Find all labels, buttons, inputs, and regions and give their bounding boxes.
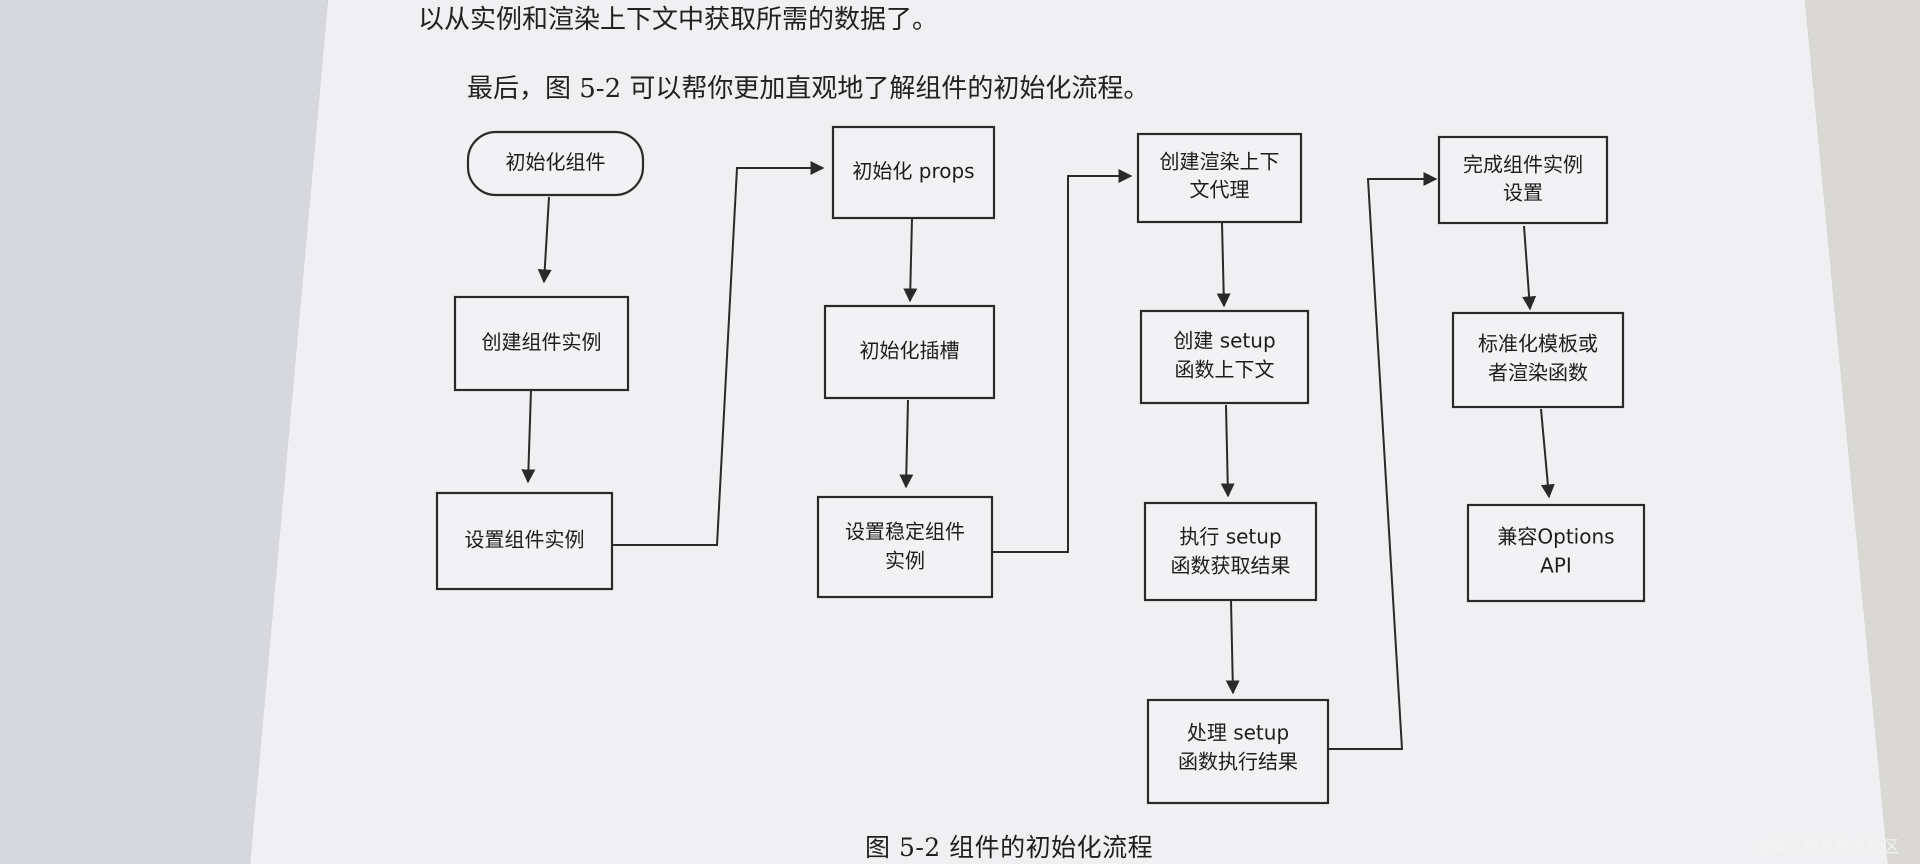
flow-node-finish-setup: 完成组件实例 设置 xyxy=(1437,135,1609,225)
flow-node-options-api: 兼容Options API xyxy=(1466,503,1646,603)
flow-node-create-setup-context: 创建 setup 函数上下文 xyxy=(1139,309,1310,405)
flow-node-label: 设置 xyxy=(1503,181,1543,205)
left-page xyxy=(0,0,328,864)
flow-node-setup-instance: 设置组件实例 xyxy=(435,491,614,591)
flow-node-run-setup: 执行 setup 函数获取结果 xyxy=(1143,501,1318,602)
flow-node-create-render-proxy: 创建渲染上下 文代理 xyxy=(1136,132,1303,224)
flow-node-label: 者渲染函数 xyxy=(1488,361,1588,385)
flow-node-label: 初始化组件 xyxy=(506,150,606,174)
watermark-text: @稀土掘金技术社区 xyxy=(1755,837,1899,856)
flow-node-label: API xyxy=(1540,554,1572,578)
figure-caption: 图 5-2 组件的初始化流程 xyxy=(865,833,1153,862)
flow-node-label: 兼容Options xyxy=(1497,525,1614,549)
flow-node-handle-setup-result: 处理 setup 函数执行结果 xyxy=(1146,698,1330,805)
intro-line-1: 以从实例和渲染上下文中获取所需的数据了。 xyxy=(418,5,938,35)
flow-node-label: 创建 setup xyxy=(1173,329,1275,353)
flow-node-label: 实例 xyxy=(885,549,925,573)
flow-node-label: 函数执行结果 xyxy=(1178,750,1298,774)
flow-node-label: 创建组件实例 xyxy=(482,330,602,354)
flow-node-label: 函数上下文 xyxy=(1175,358,1275,382)
flow-node-label: 设置组件实例 xyxy=(465,528,585,552)
flow-node-normalize-template: 标准化模板或 者渲染函数 xyxy=(1451,311,1625,409)
flow-node-label: 函数获取结果 xyxy=(1171,554,1291,578)
flowchart-nodes: 初始化组件 创建组件实例 设置组件实例 初始化 props 初始化插槽 设置稳定… xyxy=(435,125,1646,805)
intro-line-2: 最后，图 5-2 可以帮你更加直观地了解组件的初始化流程。 xyxy=(467,74,1149,104)
flow-node-label: 初始化插槽 xyxy=(860,339,960,363)
flow-node-setup-stable-instance: 设置稳定组件 实例 xyxy=(816,495,994,599)
flow-node-create-instance: 创建组件实例 xyxy=(453,295,630,392)
flow-node-label: 标准化模板或 xyxy=(1478,332,1598,356)
flow-node-init-component: 初始化组件 xyxy=(466,130,645,197)
flow-node-label: 完成组件实例 xyxy=(1463,153,1583,177)
flow-node-label: 文代理 xyxy=(1190,178,1250,202)
flow-node-label: 处理 setup xyxy=(1187,721,1289,745)
flow-node-init-slots: 初始化插槽 xyxy=(823,304,996,400)
flow-node-label: 执行 setup xyxy=(1179,525,1281,549)
flow-node-label: 初始化 props xyxy=(852,159,974,183)
flow-node-init-props: 初始化 props xyxy=(831,125,996,220)
right-page-edge xyxy=(1805,0,1920,864)
flow-node-label: 设置稳定组件 xyxy=(845,520,965,544)
flow-node-label: 创建渲染上下 xyxy=(1160,150,1280,174)
flowchart-arrows xyxy=(521,161,1555,750)
